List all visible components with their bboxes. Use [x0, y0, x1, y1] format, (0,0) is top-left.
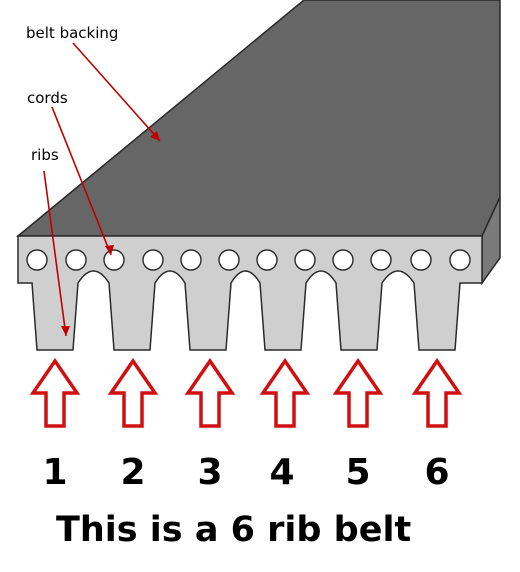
label-ribs: ribs: [31, 146, 59, 164]
rib-number: 5: [345, 452, 370, 493]
cord-circle: [370, 249, 392, 271]
up-arrow-icon: [107, 357, 159, 428]
up-arrow-icon: [259, 357, 311, 428]
cord-circle: [103, 249, 125, 271]
cord-circle: [332, 249, 354, 271]
up-arrow-icon: [411, 357, 463, 428]
cord-circle: [256, 249, 278, 271]
rib-numbers-group: 1 2 3 4 5 6: [42, 452, 449, 493]
cord-circle: [410, 249, 432, 271]
cord-circle: [26, 249, 48, 271]
pointer-ribs: [43, 170, 70, 337]
rib-number: 6: [424, 452, 449, 493]
rib-number: 2: [120, 452, 145, 493]
arrows-group: [29, 357, 463, 428]
caption: This is a 6 rib belt: [56, 510, 411, 550]
cord-circle: [142, 249, 164, 271]
up-arrow-icon: [29, 357, 81, 428]
pointer-cords: [51, 106, 114, 256]
pointer-belt-backing: [72, 42, 161, 142]
up-arrow-icon: [184, 357, 236, 428]
cord-circle: [180, 249, 202, 271]
cord-circle: [449, 249, 471, 271]
rib-number: 3: [197, 452, 222, 493]
cord-circle: [218, 249, 240, 271]
cord-circle: [294, 249, 316, 271]
rib-number: 4: [269, 452, 294, 493]
rib-profile: [17, 235, 483, 351]
rib-number: 1: [42, 452, 67, 493]
cords-group: [26, 249, 471, 271]
label-belt-backing: belt backing: [26, 24, 118, 42]
cord-circle: [65, 249, 87, 271]
up-arrow-icon: [332, 357, 384, 428]
label-cords: cords: [27, 89, 68, 107]
